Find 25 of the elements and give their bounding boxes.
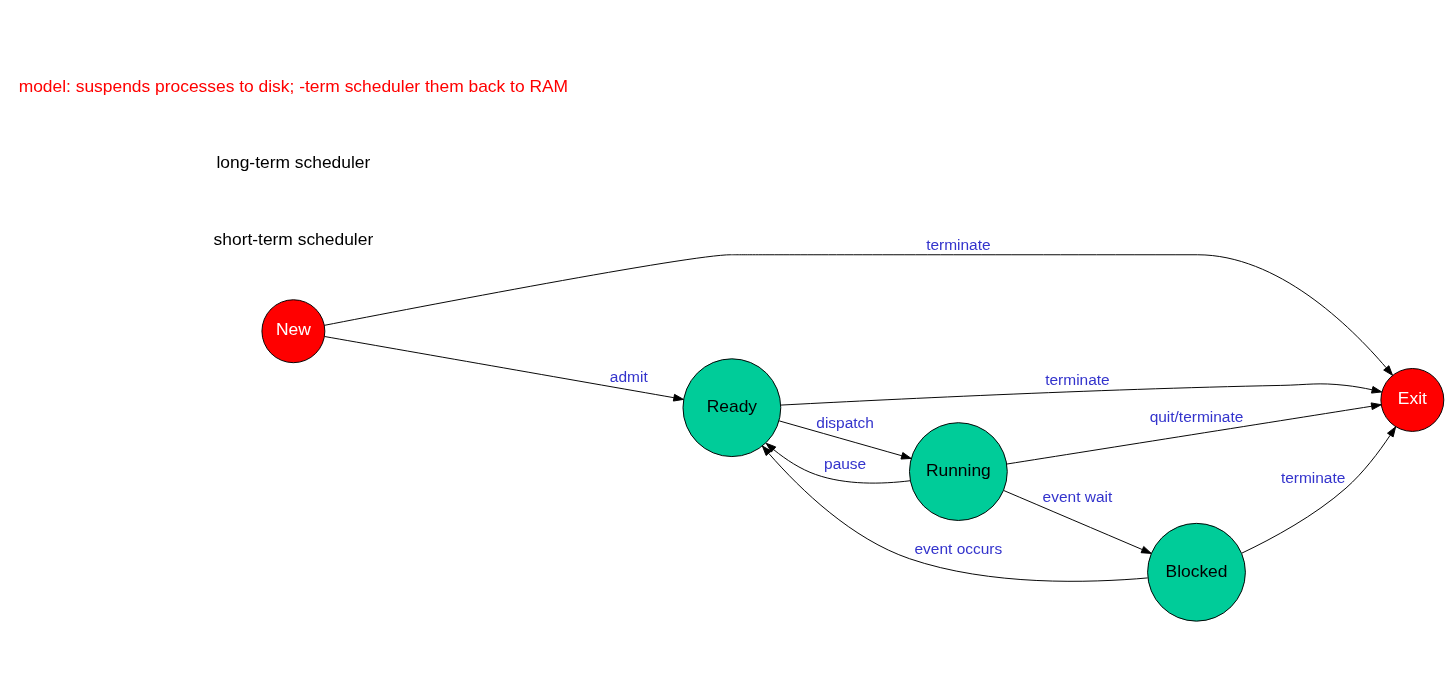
label: long-term scheduler: [216, 151, 371, 172]
node-circle: New: [261, 298, 326, 363]
node-circle: Blocked: [1147, 522, 1246, 622]
arrow: [761, 445, 1149, 582]
arrow: [780, 382, 1383, 406]
arrow: [1006, 401, 1382, 465]
edge-label: admit: [609, 367, 648, 385]
arrow: [324, 335, 684, 402]
node-circle: Running: [909, 421, 1008, 521]
arrow: [765, 442, 911, 484]
node-circle: Exit: [1380, 367, 1445, 432]
arrow: [323, 253, 1393, 376]
edge-label: event occurs: [914, 539, 1003, 557]
label: short-term scheduler: [213, 227, 374, 248]
arrow: [1241, 425, 1397, 554]
edge-label: terminate: [1280, 468, 1346, 486]
label: model: suspends processes to disk; -term scheduler them back to RAM: [18, 75, 569, 96]
arrow: [778, 419, 912, 460]
edge-label: terminate: [926, 235, 991, 253]
edge-label: event wait: [1042, 487, 1113, 505]
edge-label: quit/terminate: [1149, 407, 1244, 425]
arrow: [1003, 489, 1152, 554]
edge-label: dispatch: [816, 413, 874, 431]
edge-label: pause: [824, 454, 867, 472]
edge-label: terminate: [1045, 370, 1110, 388]
